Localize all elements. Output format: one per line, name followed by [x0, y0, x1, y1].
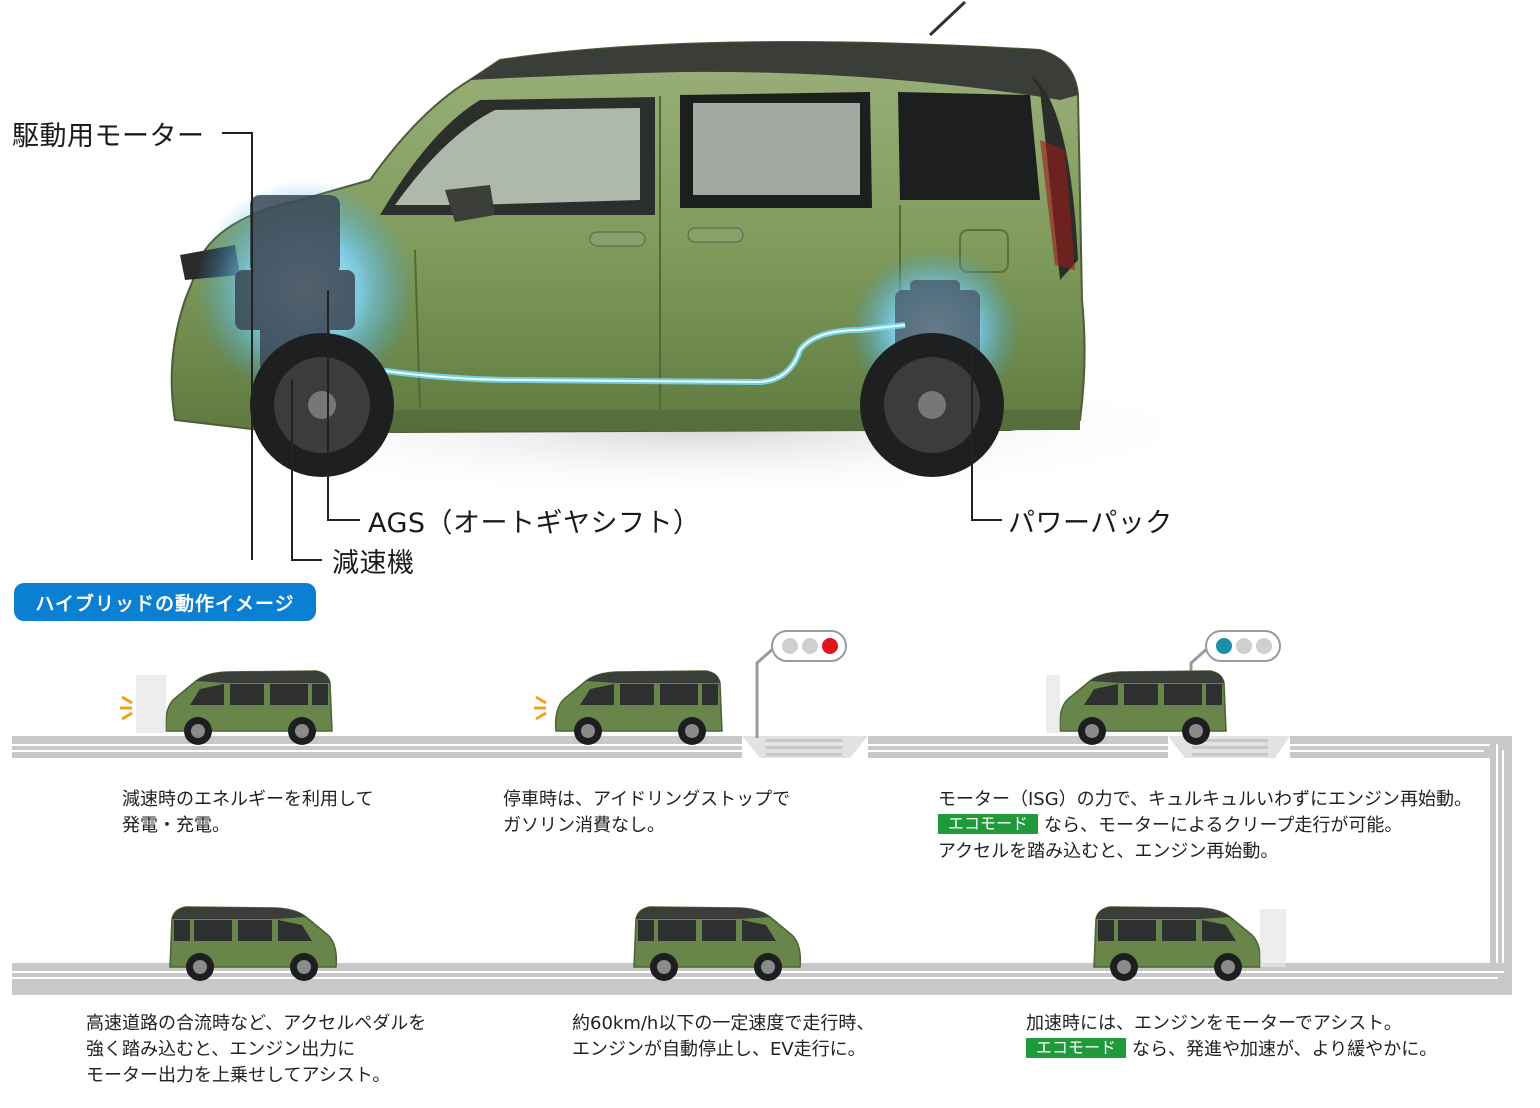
stage-2-line-1: 停車時は、アイドリングストップで — [503, 789, 791, 810]
car-roof — [470, 42, 1078, 100]
stage-2-description: 停車時は、アイドリングストップで ガソリン消費なし。 — [503, 787, 790, 839]
motor-leader — [222, 132, 253, 560]
road-diagram — [12, 630, 1512, 995]
car-stage-3 — [1046, 670, 1227, 746]
label-motor: 駆動用モーター — [12, 121, 205, 152]
stage-1-line-2: 発電・充電。 — [122, 815, 230, 836]
eco-mode-badge: エコモード — [1026, 1038, 1127, 1058]
section-badge: ハイブリッドの動作イメージ — [14, 583, 316, 621]
stage-3-line-2: エコモードなら、モーターによるクリープ走行が可能。 — [938, 813, 1472, 839]
stage-2-line-2: ガソリン消費なし。 — [503, 815, 665, 836]
traffic-signal-green — [1189, 630, 1281, 738]
powerpack-leader — [971, 350, 1002, 521]
rear-wheel — [860, 333, 1004, 477]
stage-4-description: 高速道路の合流時など、アクセルペダルを 強く踏み込むと、エンジン出力に モーター… — [86, 1011, 426, 1089]
stage-4-line-3: モーター出力を上乗せしてアシスト。 — [86, 1065, 391, 1086]
stage-3-line-2-text: なら、モーターによるクリープ走行が可能。 — [1044, 815, 1403, 836]
eco-mode-badge: エコモード — [938, 814, 1039, 834]
stage-6-description: 加速時には、エンジンをモーターでアシスト。 エコモードなら、発進や加速が、より緩… — [1026, 1011, 1437, 1063]
stage-1-description: 減速時のエネルギーを利用して 発電・充電。 — [122, 787, 373, 839]
stage-5-description: 約60km/h以下の一定速度で走行時、 エンジンが自動停止し、EV走行に。 — [572, 1011, 874, 1063]
car-stage-2 — [554, 670, 723, 746]
stage-6-line-2-text: なら、発進や加速が、より緩やかに。 — [1132, 1039, 1438, 1060]
car-stage-1 — [136, 670, 333, 746]
stage-3-line-1: モーター（ISG）の力で、キュルキュルいわずにエンジン再始動。 — [938, 789, 1472, 810]
traffic-signal-red — [755, 630, 847, 738]
engine-motor-graphic — [235, 195, 355, 370]
stage-5-line-1: 約60km/h以下の一定速度で走行時、 — [572, 1013, 875, 1034]
main-car-illustration — [170, 0, 1220, 561]
stage-5-line-2: エンジンが自動停止し、EV走行に。 — [572, 1039, 866, 1060]
stage-3-line-3: アクセルを踏み込むと、エンジン再始動。 — [938, 841, 1279, 862]
stage-3-description: モーター（ISG）の力で、キュルキュルいわずにエンジン再始動。 エコモードなら、… — [938, 787, 1472, 865]
reducer-leader — [291, 380, 322, 561]
stage-1-line-1: 減速時のエネルギーを利用して — [122, 789, 374, 810]
label-reducer: 減速機 — [332, 548, 415, 579]
stage-4-line-2: 強く踏み込むと、エンジン出力に — [86, 1039, 356, 1060]
stage-6-line-1: 加速時には、エンジンをモーターでアシスト。 — [1026, 1013, 1402, 1034]
stage-4-line-1: 高速道路の合流時など、アクセルペダルを — [86, 1013, 427, 1034]
stage-6-line-2: エコモードなら、発進や加速が、より緩やかに。 — [1026, 1037, 1437, 1063]
label-powerpack: パワーパック — [1008, 508, 1173, 539]
rear-window — [898, 92, 1040, 200]
label-ags: AGS（オートギヤシフト） — [368, 508, 701, 539]
ags-leader — [327, 290, 360, 521]
front-wheel — [250, 333, 394, 477]
car-stage-6 — [1094, 907, 1286, 981]
